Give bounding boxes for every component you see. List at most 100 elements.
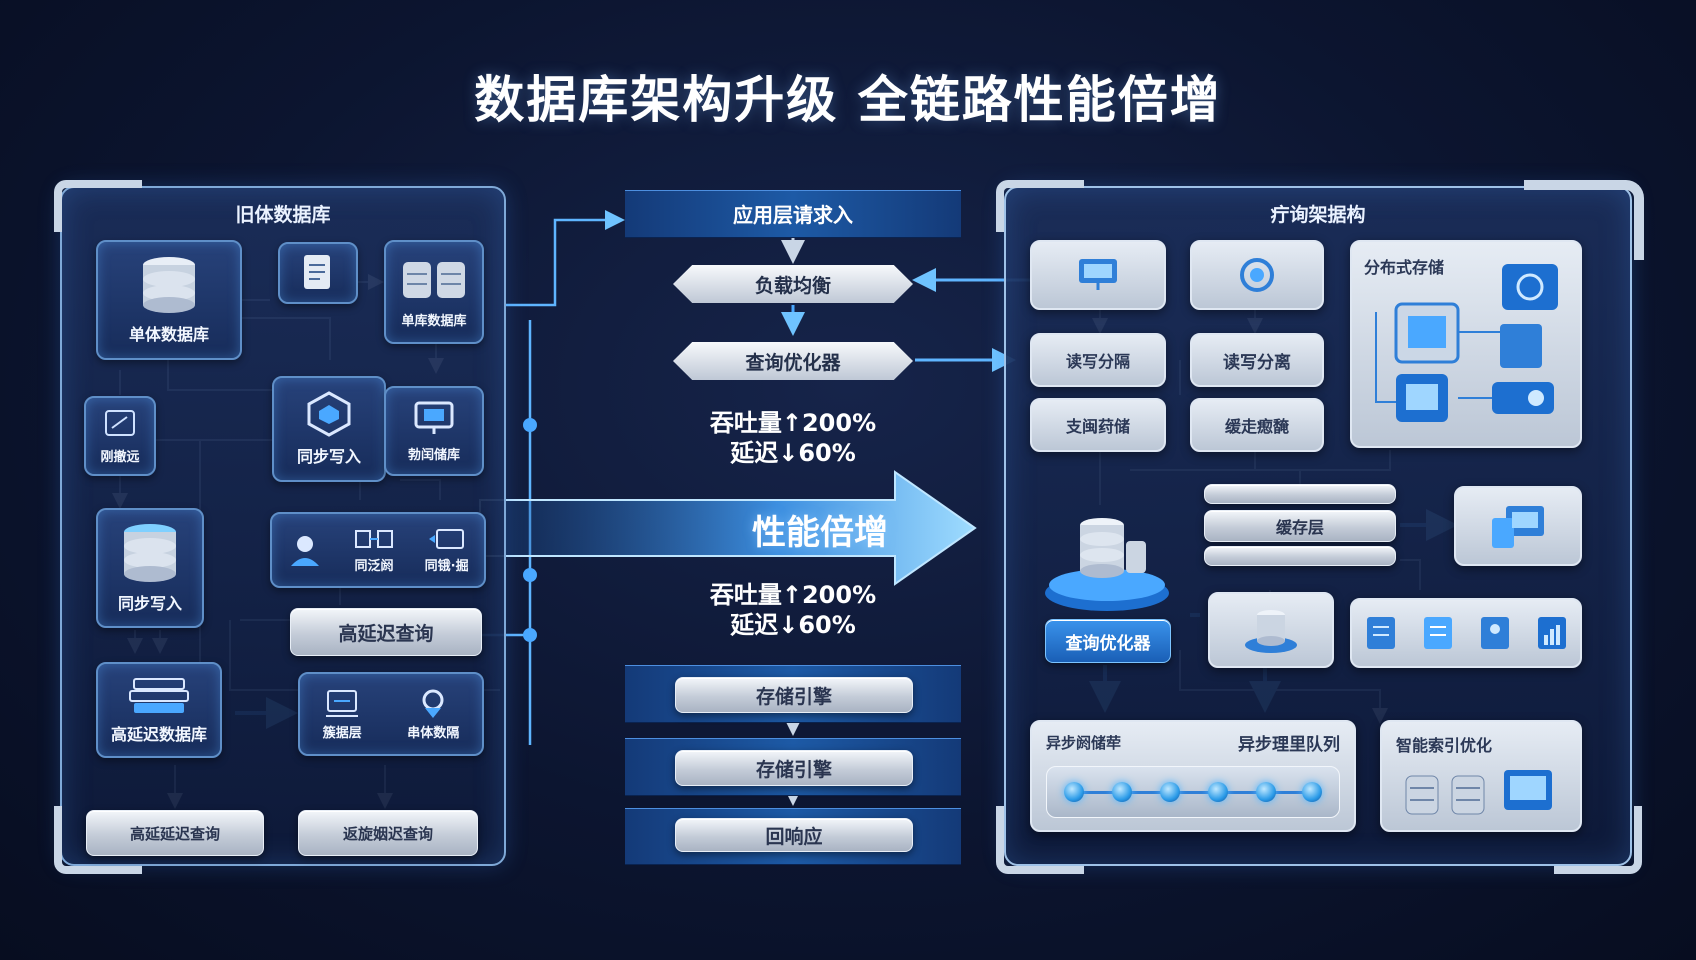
bottom-right-query-box: 返旋姻迟查询 <box>298 810 478 856</box>
middle-row-group: 同泛阏 同锇·掘 <box>270 512 486 588</box>
throughput-metric: 吞吐量↑200% <box>709 409 877 437</box>
smart-index-group: 智能索引优化 <box>1380 720 1582 832</box>
monitoring-group <box>1350 598 1582 668</box>
sync-write-db-label: 同步写入 <box>117 594 182 613</box>
report-icon <box>1366 617 1395 649</box>
distributed-storage-label: 分布式存储 <box>1364 258 1445 277</box>
distributed-storage-group: 分布式存储 <box>1350 240 1582 448</box>
list-icon <box>1423 617 1452 649</box>
panel-corner <box>1554 806 1642 874</box>
queue-item <box>1256 782 1276 802</box>
user-icon <box>291 536 320 566</box>
query-optimizer-box: 查询优化器 <box>1045 619 1171 663</box>
response-stage: 回响应 <box>675 818 913 852</box>
network-icon <box>355 529 393 548</box>
user-card-icon <box>1480 617 1509 649</box>
document-node <box>278 242 358 304</box>
high-latency-query-box: 高延迟查询 <box>290 608 482 656</box>
latency-metric-2: 延迟↓60% <box>730 611 856 639</box>
single-database-node: 单体数据库 <box>96 240 242 360</box>
laptop-icon <box>326 689 359 717</box>
read-write-split-1-label: 读写分隔 <box>1065 352 1130 371</box>
database-servers-icon <box>403 261 465 298</box>
database-icon <box>143 257 195 313</box>
sync-node <box>1190 240 1324 310</box>
queue-item <box>1064 782 1084 802</box>
server-rack-icon <box>129 678 189 713</box>
queue-line <box>1072 791 1312 794</box>
client-node <box>1030 240 1166 310</box>
new-panel-title: 疔询架据构 <box>1270 204 1366 226</box>
devices-icon <box>1492 506 1544 548</box>
bottom-left-query-box: 高延延迟查询 <box>86 810 264 856</box>
cache-layer-label: 缓存层 <box>1275 518 1324 537</box>
latency-metric: 延迟↓60% <box>730 439 856 467</box>
request-entry-label: 应用层请求入 <box>733 202 853 227</box>
monolithic-database-label: 单库数据库 <box>401 313 467 329</box>
monolithic-database-node: 单库数据库 <box>384 240 484 344</box>
cache-node-1-label: 缓走瘛馣 <box>1224 417 1289 436</box>
cache-layer-stack: 缓存层 <box>1204 484 1396 568</box>
hexagon-icon <box>307 391 351 437</box>
query-optimizer-stage: 查询优化器 <box>673 342 913 380</box>
high-latency-query-label: 高延迟查询 <box>338 622 434 645</box>
query-optimizer-label: 查询优化器 <box>745 351 841 374</box>
sync-write-db-node: 同步写入 <box>96 508 204 628</box>
high-latency-db-label: 高延迟数据库 <box>110 725 207 744</box>
edit-icon <box>105 409 135 436</box>
storage-engine-label-2: 存储引擎 <box>755 758 832 781</box>
load-balancer-stage: 负载均衡 <box>673 265 913 303</box>
storage-engine-stage-1: 存储引擎 <box>675 677 913 713</box>
mid-right-label: 勃闰储库 <box>407 447 460 463</box>
legacy-panel-title: 旧体数据库 <box>235 204 331 226</box>
storage-node-1-label: 支闽荮储 <box>1065 417 1130 436</box>
query-optimizer-right-label: 查询优化器 <box>1065 633 1151 654</box>
storage-engine-label-1: 存储引擎 <box>755 685 832 708</box>
response-label: 回响应 <box>765 825 823 848</box>
storage-engine-stage-2: 存储引擎 <box>675 750 913 786</box>
load-balancer-label: 负载均衡 <box>754 274 831 297</box>
database-icon <box>124 524 176 582</box>
monitor-icon <box>1079 259 1117 290</box>
async-queue-label: 异步理里队列 <box>1238 735 1340 755</box>
queue-item <box>1112 782 1132 802</box>
sync-write-node: 同步写入 <box>272 376 386 482</box>
throughput-metric-2: 吞吐量↑200% <box>709 581 877 609</box>
panel-corner <box>54 806 142 874</box>
bottom-left-query-label: 高延延迟查询 <box>129 824 220 843</box>
page-title: 数据库架构升级 全链路性能倍增 <box>474 71 1222 129</box>
monitor-icon <box>414 401 454 434</box>
performance-arrow-label: 性能倍增 <box>752 513 888 553</box>
data-layer-label: 簇据层 <box>322 725 362 741</box>
read-write-split-2-label: 读写分离 <box>1223 352 1291 373</box>
index-storage-icon <box>1405 770 1552 815</box>
location-pin-icon <box>422 689 444 718</box>
sync-icon <box>1240 258 1274 292</box>
database-cluster-icon <box>1045 518 1169 611</box>
cache-node-1: 缓走瘛馣 <box>1190 398 1324 452</box>
queue-item <box>1160 782 1180 802</box>
bottom-right-query-label: 返旋姻迟查询 <box>342 824 433 843</box>
document-icon <box>304 255 330 289</box>
database-icon <box>1245 610 1297 653</box>
row-b-label: 同泛阏 <box>354 558 394 574</box>
high-latency-db-node: 高延迟数据库 <box>96 662 222 758</box>
async-label: 异步阏储荦 <box>1046 734 1122 752</box>
cache-layer-plate <box>1204 546 1396 566</box>
distributed-storage-diagram <box>1375 264 1558 422</box>
smart-index-label: 智能索引优化 <box>1396 736 1493 755</box>
device-node <box>1454 486 1582 566</box>
queue-item <box>1208 782 1228 802</box>
storage-node-1: 支闽荮储 <box>1030 398 1166 452</box>
panel-corner <box>996 180 1084 232</box>
single-data-label: 串体数隔 <box>407 725 460 741</box>
data-layer-group: 簇据层 串体数隔 <box>298 672 484 756</box>
sync-write-label: 同步写入 <box>296 447 361 466</box>
side-small-label: 刚撤远 <box>100 449 140 465</box>
bar-chart-icon <box>1537 617 1566 649</box>
request-entry-band <box>625 190 961 238</box>
metric-group-top: 吞吐量↑200% 延迟↓60% <box>660 408 926 468</box>
panel-corner <box>54 180 142 232</box>
read-write-split-2: 读写分离 <box>1190 333 1324 387</box>
mid-right-node: 勃闰储库 <box>384 386 484 476</box>
